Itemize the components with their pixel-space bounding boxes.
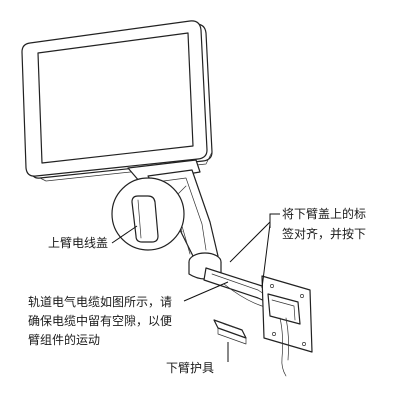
- lower-arm-guard-detail: [223, 323, 237, 329]
- label-upper-cable-cover: 上臂电线盖: [48, 236, 108, 250]
- upper-cable-cover-part: [131, 195, 159, 243]
- hanging-cable: [285, 317, 290, 361]
- leader-lines: [111, 213, 280, 362]
- label-lower-arm-guard: 下臂护具: [166, 361, 214, 375]
- label-align-line2: 签对齐，并按下: [282, 226, 366, 241]
- label-cable-note-line3: 臂组件的运动: [28, 332, 100, 347]
- leader-cable-note: [183, 281, 229, 302]
- annotations: 上臂电线盖 将下臂盖上的标 签对齐，并按下 轨道电气电缆如图所示，请 确保电缆中…: [28, 206, 366, 375]
- leader-align-label-to-cover: [261, 223, 271, 289]
- detail-callout: [111, 177, 187, 251]
- monitor-bottom-edge: [39, 151, 213, 182]
- label-cable-note-line2: 确保电缆中留有空隙，以便: [28, 313, 172, 328]
- hanging-cable: [279, 317, 287, 377]
- monitor-illustration: [21, 20, 213, 182]
- screw-hole: [302, 342, 306, 346]
- lower-arm-guard-illustration: [213, 319, 247, 345]
- lower-arm-guard-part: [213, 319, 247, 339]
- tilt-head: [127, 159, 201, 183]
- leader-align-label-to-arm: [229, 221, 271, 263]
- wall-mount-illustration: [261, 275, 313, 377]
- label-cable-note-line1: 轨道电气电缆如图所示，请: [28, 294, 172, 309]
- upper-arm-inner-edge: [155, 177, 207, 251]
- leader-upper-cable-cover: [111, 225, 138, 244]
- leader-align-label-vertical: [269, 213, 280, 228]
- mount-bracket-detail: [271, 299, 296, 321]
- screw-hole: [300, 294, 304, 298]
- lower-arm-guard-thickness: [217, 327, 247, 345]
- mount-bracket: [267, 293, 301, 325]
- upper-cable-cover-rib: [137, 199, 142, 239]
- screw-hole: [270, 284, 274, 288]
- detail-pointer: [177, 185, 187, 195]
- label-align-line1: 将下臂盖上的标: [282, 206, 366, 221]
- screw-hole: [272, 332, 276, 336]
- monitor-screen: [37, 32, 194, 164]
